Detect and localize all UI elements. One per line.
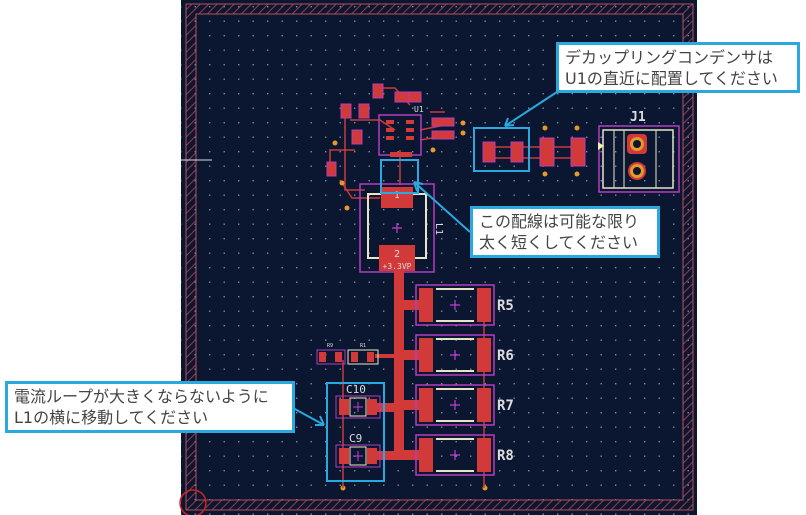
resistor-r7[interactable]: R7 [415,384,514,426]
trace-callout-line1: この配線は可能な限り [479,212,640,231]
r1-label: R1 [360,343,366,349]
capacitor-c9[interactable]: C9 [335,432,381,468]
trace-highlight-box [380,159,419,194]
small-parts[interactable] [326,83,455,177]
decoupling-callout-line1: デカップリングコンデンサは [565,48,774,67]
trace-arrow [413,181,471,233]
r9-label: R9 [327,343,333,349]
decoupling-callout-line2: U1の直近に配置してください [565,69,778,88]
power-trace[interactable] [370,270,422,460]
u1-label: U1 [414,105,424,114]
loop-callout-line2: L1の横に移動してください [14,408,209,427]
j1-label: J1 [630,110,646,125]
trace-callout-line2: 太く短くしてください [479,233,639,252]
connector-j1[interactable]: J1 [598,110,680,193]
capacitor-c10[interactable]: C10 [335,383,381,419]
resistor-r9[interactable]: R9 [316,343,346,365]
decoupling-highlight-box [473,127,530,172]
board-outline [185,3,694,511]
loop-arrow [292,407,325,426]
decoupling-callout: デカップリングコンデンサは U1の直近に配置してください [556,42,800,93]
c9-label: C9 [349,432,362,445]
resistor-r6[interactable]: R6 [415,334,514,376]
r6-label: R6 [497,348,514,364]
resistor-r5[interactable]: R5 [415,284,514,326]
origin-marker [179,489,207,515]
l1-pad1-label: 1 [394,191,399,201]
decoupling-capacitors[interactable] [482,137,586,167]
r7-label: R7 [497,398,514,414]
r5-label: R5 [497,298,514,314]
l1-label: L1 [433,223,444,235]
u1-footprint[interactable]: U1 [378,105,424,157]
l1-net-label: +3.3VP [383,262,412,271]
resistor-r8[interactable]: R8 [415,434,514,476]
decoupling-arrow [504,89,561,127]
loop-callout: 電流ループが大きくならないように L1の横に移動してください [5,381,295,433]
l1-pad2-label: 2 [394,249,400,260]
c10-label: C10 [346,383,366,396]
trace-callout: この配線は可能な限り 太く短くしてください [470,206,660,258]
r8-label: R8 [497,448,514,464]
loop-highlight-box [326,382,385,482]
resistor-r1[interactable]: R1 [347,343,379,365]
loop-callout-line1: 電流ループが大きくならないように [14,387,269,406]
